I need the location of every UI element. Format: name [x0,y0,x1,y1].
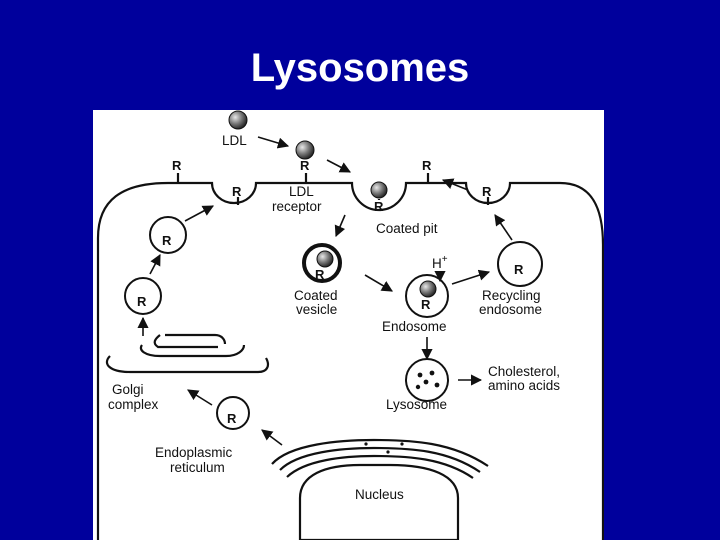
nucleus [298,463,460,540]
membrane-receptor-right: R [422,158,432,183]
svg-text:R: R [137,294,147,309]
ldl-pathway-diagram: R R R R R R LDL LDL receptor Coated pit … [93,110,604,540]
svg-text:R: R [227,411,237,426]
coated-vesicle-label-line1: Coated [294,288,338,303]
pit-receptor-right: R [482,184,492,205]
vesicle-lower: R [124,277,162,315]
svg-text:R: R [514,262,524,277]
svg-text:R: R [232,184,242,199]
recycling-endosome-label-line2: endosome [479,302,542,317]
coated-pit-label: Coated pit [376,221,438,236]
cell-membrane [96,181,604,540]
lysosome [405,358,449,402]
membrane-receptor-center: R [300,158,310,183]
proton-label: H+ [432,254,448,271]
ldl-receptor-label-line1: LDL [289,184,314,199]
coated-vesicle-label-line2: vesicle [296,302,337,317]
ldl-label: LDL [222,133,247,148]
golgi-label-line2: complex [108,397,159,412]
golgi-label-line1: Golgi [112,382,144,397]
ldl-receptor-label-line2: receptor [272,199,322,214]
products-label-line1: Cholesterol, [488,364,560,379]
er-label-line2: reticulum [170,460,225,475]
coated-vesicle: R [302,243,342,283]
svg-text:R: R [374,199,384,214]
svg-text:R: R [482,184,492,199]
recycling-endosome: R [497,241,543,287]
svg-text:R: R [422,158,432,173]
golgi-complex [105,333,269,374]
vesicle-upper: R [149,216,187,254]
membrane-receptor-left: R [172,158,182,183]
ldl-particle-2 [295,140,315,160]
endosome-label: Endosome [382,319,447,334]
coated-pit-receptor: R [370,181,388,214]
recycling-endosome-label-line1: Recycling [482,288,541,303]
endosome: R [405,274,449,318]
endoplasmic-reticulum [271,438,489,479]
svg-text:R: R [300,158,310,173]
svg-text:R: R [172,158,182,173]
pit-receptor-left: R [232,184,242,205]
svg-text:R: R [162,233,172,248]
nucleus-label: Nucleus [355,487,404,502]
svg-text:R: R [315,267,325,282]
ldl-particle-1 [228,110,248,130]
products-label-line2: amino acids [488,378,560,393]
er-label-line1: Endoplasmic [155,445,233,460]
slide-title: Lysosomes [250,46,470,90]
svg-text:R: R [421,297,431,312]
lysosome-label: Lysosome [386,397,447,412]
er-vesicle: R [216,396,250,430]
